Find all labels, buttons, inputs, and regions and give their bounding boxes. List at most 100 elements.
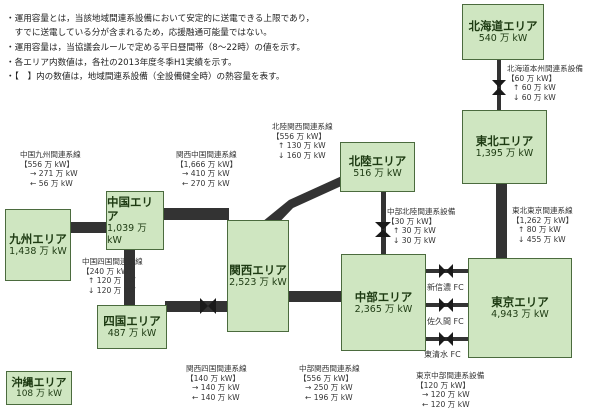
bowtie-hokkaido-tohoku bbox=[492, 80, 506, 95]
area-name: 東京エリア bbox=[491, 295, 549, 309]
link-thermal: 【556 万 kW】 bbox=[20, 159, 75, 169]
fc-label-higashishimizu: 東清水 FC bbox=[424, 350, 461, 359]
area-capacity: 4,943 万 kW bbox=[491, 309, 549, 320]
link-title: 中国九州間連系線 bbox=[20, 150, 81, 159]
bowtie-chubu-hokuriku bbox=[375, 222, 391, 237]
note-line-4: ・各エリア内数値は，各社の2013年度冬季H1実績を示す。 bbox=[6, 58, 237, 68]
link-label-chubu-hokuriku: 中部北陸間連系設備 【30 万 kW】 ↑ 30 万 kW ↓ 30 万 kW bbox=[387, 207, 455, 245]
link-thermal: 【30 万 kW】 bbox=[387, 216, 437, 226]
area-capacity: 540 万 kW bbox=[478, 33, 528, 44]
link-forward: → 250 万 kW bbox=[305, 383, 353, 392]
link-forward: ↑ 80 万 kW bbox=[518, 225, 561, 234]
link-forward: → 271 万 kW bbox=[30, 169, 78, 178]
area-capacity: 2,523 万 kW bbox=[229, 277, 287, 288]
link-thermal: 【140 万 kW】 bbox=[186, 373, 241, 383]
bowtie-fc-2 bbox=[439, 298, 453, 312]
link-title: 東北東京間連系線 bbox=[512, 206, 573, 215]
link-title: 東京中部間連系設備 bbox=[416, 371, 485, 380]
area-capacity: 516 万 kW bbox=[353, 168, 402, 179]
link-forward: ↑ 130 万 kW bbox=[278, 141, 326, 150]
link-forward: → 140 万 kW bbox=[192, 383, 240, 392]
line-shikoku-kansai bbox=[165, 301, 229, 312]
area-name: 北海道エリア bbox=[468, 19, 538, 33]
area-hokkaido: 北海道エリア 540 万 kW bbox=[462, 4, 544, 60]
link-label-tohoku-tokyo: 東北東京間連系線 【1,262 万 kW】 ↑ 80 万 kW ↓ 455 万 … bbox=[512, 206, 573, 244]
link-title: 中部関西間連系線 bbox=[299, 364, 360, 373]
note-line-2: すでに送電している分が含まれるため，応援融通可能量ではない。 bbox=[6, 28, 272, 38]
link-reverse: ↓ 30 万 kW bbox=[393, 235, 436, 245]
fc-label-shinshinano: 新信濃 FC bbox=[427, 283, 464, 292]
link-reverse: ↓ 120 万 kW bbox=[88, 285, 136, 295]
area-name: 中国エリア bbox=[107, 194, 153, 223]
link-reverse: ↓ 455 万 kW bbox=[518, 234, 566, 244]
link-title: 北陸関西間連系線 bbox=[272, 122, 333, 131]
link-title: 中部北陸間連系設備 bbox=[387, 207, 456, 216]
link-label-kansai-shikoku: 関西四国間連系線 【140 万 kW】 → 140 万 kW ← 140 万 k… bbox=[186, 364, 247, 402]
link-reverse: ← 140 万 kW bbox=[192, 392, 240, 402]
area-capacity: 1,438 万 kW bbox=[9, 246, 67, 257]
link-title: 北海道本州間連系設備 bbox=[507, 64, 583, 73]
area-hokuriku: 北陸エリア 516 万 kW bbox=[340, 142, 415, 192]
bowtie-shikoku-kansai bbox=[200, 298, 216, 314]
line-chugoku-kansai bbox=[163, 208, 229, 220]
area-capacity: 1,395 万 kW bbox=[475, 148, 534, 159]
link-forward: ↑ 60 万 kW bbox=[513, 83, 556, 92]
link-thermal: 【120 万 kW】 bbox=[416, 380, 471, 390]
line-kyushu-chugoku bbox=[70, 222, 108, 233]
note-line-3: ・運用容量は，当協議会ルールで定める平日昼間帯（8～22時）の値を示す。 bbox=[6, 43, 306, 53]
link-label-hokuriku-kansai: 北陸関西間連系線 【556 万 kW】 ↑ 130 万 kW ↓ 160 万 k… bbox=[272, 122, 333, 160]
link-forward: ↑ 120 万 kW bbox=[88, 276, 136, 285]
area-chugoku: 中国エリア 1,039 万 kW bbox=[106, 191, 164, 250]
link-forward: ↑ 30 万 kW bbox=[393, 226, 436, 235]
link-reverse: ← 196 万 kW bbox=[305, 392, 353, 402]
link-thermal: 【556 万 kW】 bbox=[299, 373, 354, 383]
area-name: 北陸エリア bbox=[348, 154, 407, 168]
link-forward: → 120 万 kW bbox=[422, 390, 470, 399]
area-okinawa: 沖縄エリア 108 万 kW bbox=[6, 371, 72, 405]
area-tokyo: 東京エリア 4,943 万 kW bbox=[468, 258, 572, 358]
link-thermal: 【1,666 万 kW】 bbox=[176, 159, 238, 169]
link-thermal: 【556 万 kW】 bbox=[272, 131, 327, 141]
area-capacity: 108 万 kW bbox=[15, 389, 62, 399]
area-kansai: 関西エリア 2,523 万 kW bbox=[227, 220, 289, 332]
area-shikoku: 四国エリア 487 万 kW bbox=[97, 305, 167, 349]
fc-label-sakuma: 佐久間 FC bbox=[427, 317, 464, 326]
area-name: 沖縄エリア bbox=[11, 376, 67, 389]
line-tohoku-tokyo bbox=[496, 183, 507, 261]
area-name: 九州エリア bbox=[9, 232, 67, 246]
area-capacity: 2,365 万 kW bbox=[354, 303, 413, 315]
link-reverse: ↓ 60 万 kW bbox=[513, 92, 556, 102]
link-reverse: ← 120 万 kW bbox=[422, 399, 470, 409]
area-name: 東北エリア bbox=[475, 134, 534, 148]
link-reverse: ← 56 万 kW bbox=[30, 178, 73, 188]
link-label-chugoku-shikoku: 中国四国間連系線 【240 万 kW】 ↑ 120 万 kW ↓ 120 万 k… bbox=[82, 257, 143, 295]
area-capacity: 1,039 万 kW bbox=[107, 222, 147, 246]
area-name: 四国エリア bbox=[103, 314, 161, 328]
area-name: 中部エリア bbox=[354, 289, 413, 304]
line-kansai-hokuriku bbox=[262, 170, 359, 230]
link-title: 関西中国間連系線 bbox=[176, 150, 237, 159]
link-label-tokyo-chubu: 東京中部間連系設備 【120 万 kW】 → 120 万 kW ← 120 万 … bbox=[416, 371, 484, 409]
link-reverse: ↓ 160 万 kW bbox=[278, 150, 326, 160]
note-line-5: ・【 】内の数値は，地域間連系設備（全設備健全時）の熱容量を表す。 bbox=[6, 72, 285, 82]
area-tohoku: 東北エリア 1,395 万 kW bbox=[462, 110, 547, 184]
bowtie-fc-3 bbox=[439, 332, 453, 346]
link-label-hokkaido-honshu: 北海道本州間連系設備 【60 万 kW】 ↑ 60 万 kW ↓ 60 万 kW bbox=[507, 64, 583, 102]
link-thermal: 【240 万 kW】 bbox=[82, 266, 137, 276]
link-thermal: 【60 万 kW】 bbox=[507, 73, 557, 83]
link-title: 中国四国間連系線 bbox=[82, 257, 143, 266]
link-forward: → 410 万 kW bbox=[182, 169, 230, 178]
link-label-chubu-kansai: 中部関西間連系線 【556 万 kW】 → 250 万 kW ← 196 万 k… bbox=[299, 364, 360, 402]
link-thermal: 【1,262 万 kW】 bbox=[512, 215, 574, 225]
link-reverse: ← 270 万 kW bbox=[182, 178, 230, 188]
bowtie-fc-1 bbox=[439, 264, 453, 278]
link-label-kyushu-chugoku: 中国九州間連系線 【556 万 kW】 → 271 万 kW ← 56 万 kW bbox=[20, 150, 81, 188]
area-name: 関西エリア bbox=[229, 263, 287, 277]
line-chugoku-shikoku bbox=[124, 248, 135, 306]
note-line-1: ・運用容量とは，当該地域間連系設備において安定的に送電できる上限であり， bbox=[6, 14, 315, 24]
line-kansai-chubu bbox=[288, 291, 343, 302]
link-title: 関西四国間連系線 bbox=[186, 364, 247, 373]
converter-symbols bbox=[200, 80, 506, 346]
link-label-kansai-chugoku: 関西中国間連系線 【1,666 万 kW】 → 410 万 kW ← 270 万… bbox=[176, 150, 237, 188]
